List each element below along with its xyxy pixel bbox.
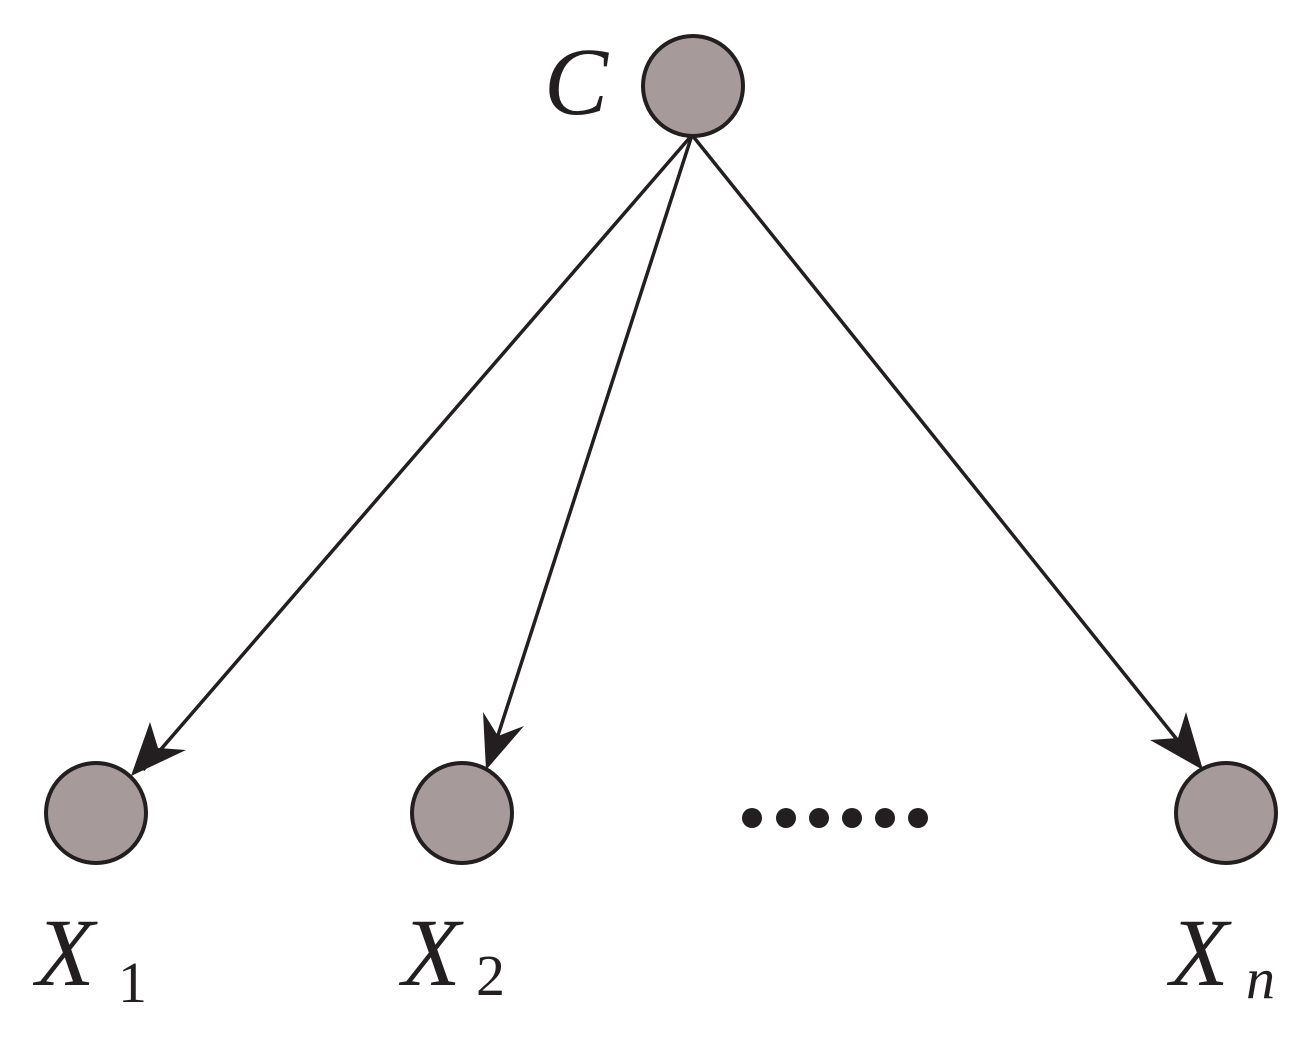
label-c: C <box>544 28 609 135</box>
ellipsis-dot <box>842 808 862 828</box>
edge-c-to-x1 <box>141 133 694 772</box>
ellipsis-text: ...... <box>0 0 2 1</box>
label-x2-subscript: 2 <box>476 943 505 1008</box>
node-x1 <box>44 761 148 865</box>
label-xn-subscript: n <box>1246 946 1275 1011</box>
edge-c-to-x2 <box>488 134 694 761</box>
arrowhead-x2 <box>483 712 524 770</box>
ellipsis-dot <box>742 808 762 828</box>
ellipsis-dot <box>776 808 796 828</box>
label-x1: X <box>32 899 98 1006</box>
node-x2 <box>410 761 514 865</box>
node-xn <box>1174 761 1278 865</box>
arrowhead-x1 <box>131 722 186 776</box>
ellipsis-dot <box>908 808 928 828</box>
label-xn: X <box>1166 899 1232 1006</box>
arrowhead-xn <box>1150 712 1203 770</box>
label-x2: X <box>398 899 464 1006</box>
ellipsis-dot <box>875 808 895 828</box>
ellipsis-dot <box>809 808 829 828</box>
node-c <box>641 34 745 138</box>
label-x1-subscript: 1 <box>118 950 147 1015</box>
ellipsis: ...... <box>0 0 928 828</box>
edge-c-to-xn <box>690 133 1197 764</box>
